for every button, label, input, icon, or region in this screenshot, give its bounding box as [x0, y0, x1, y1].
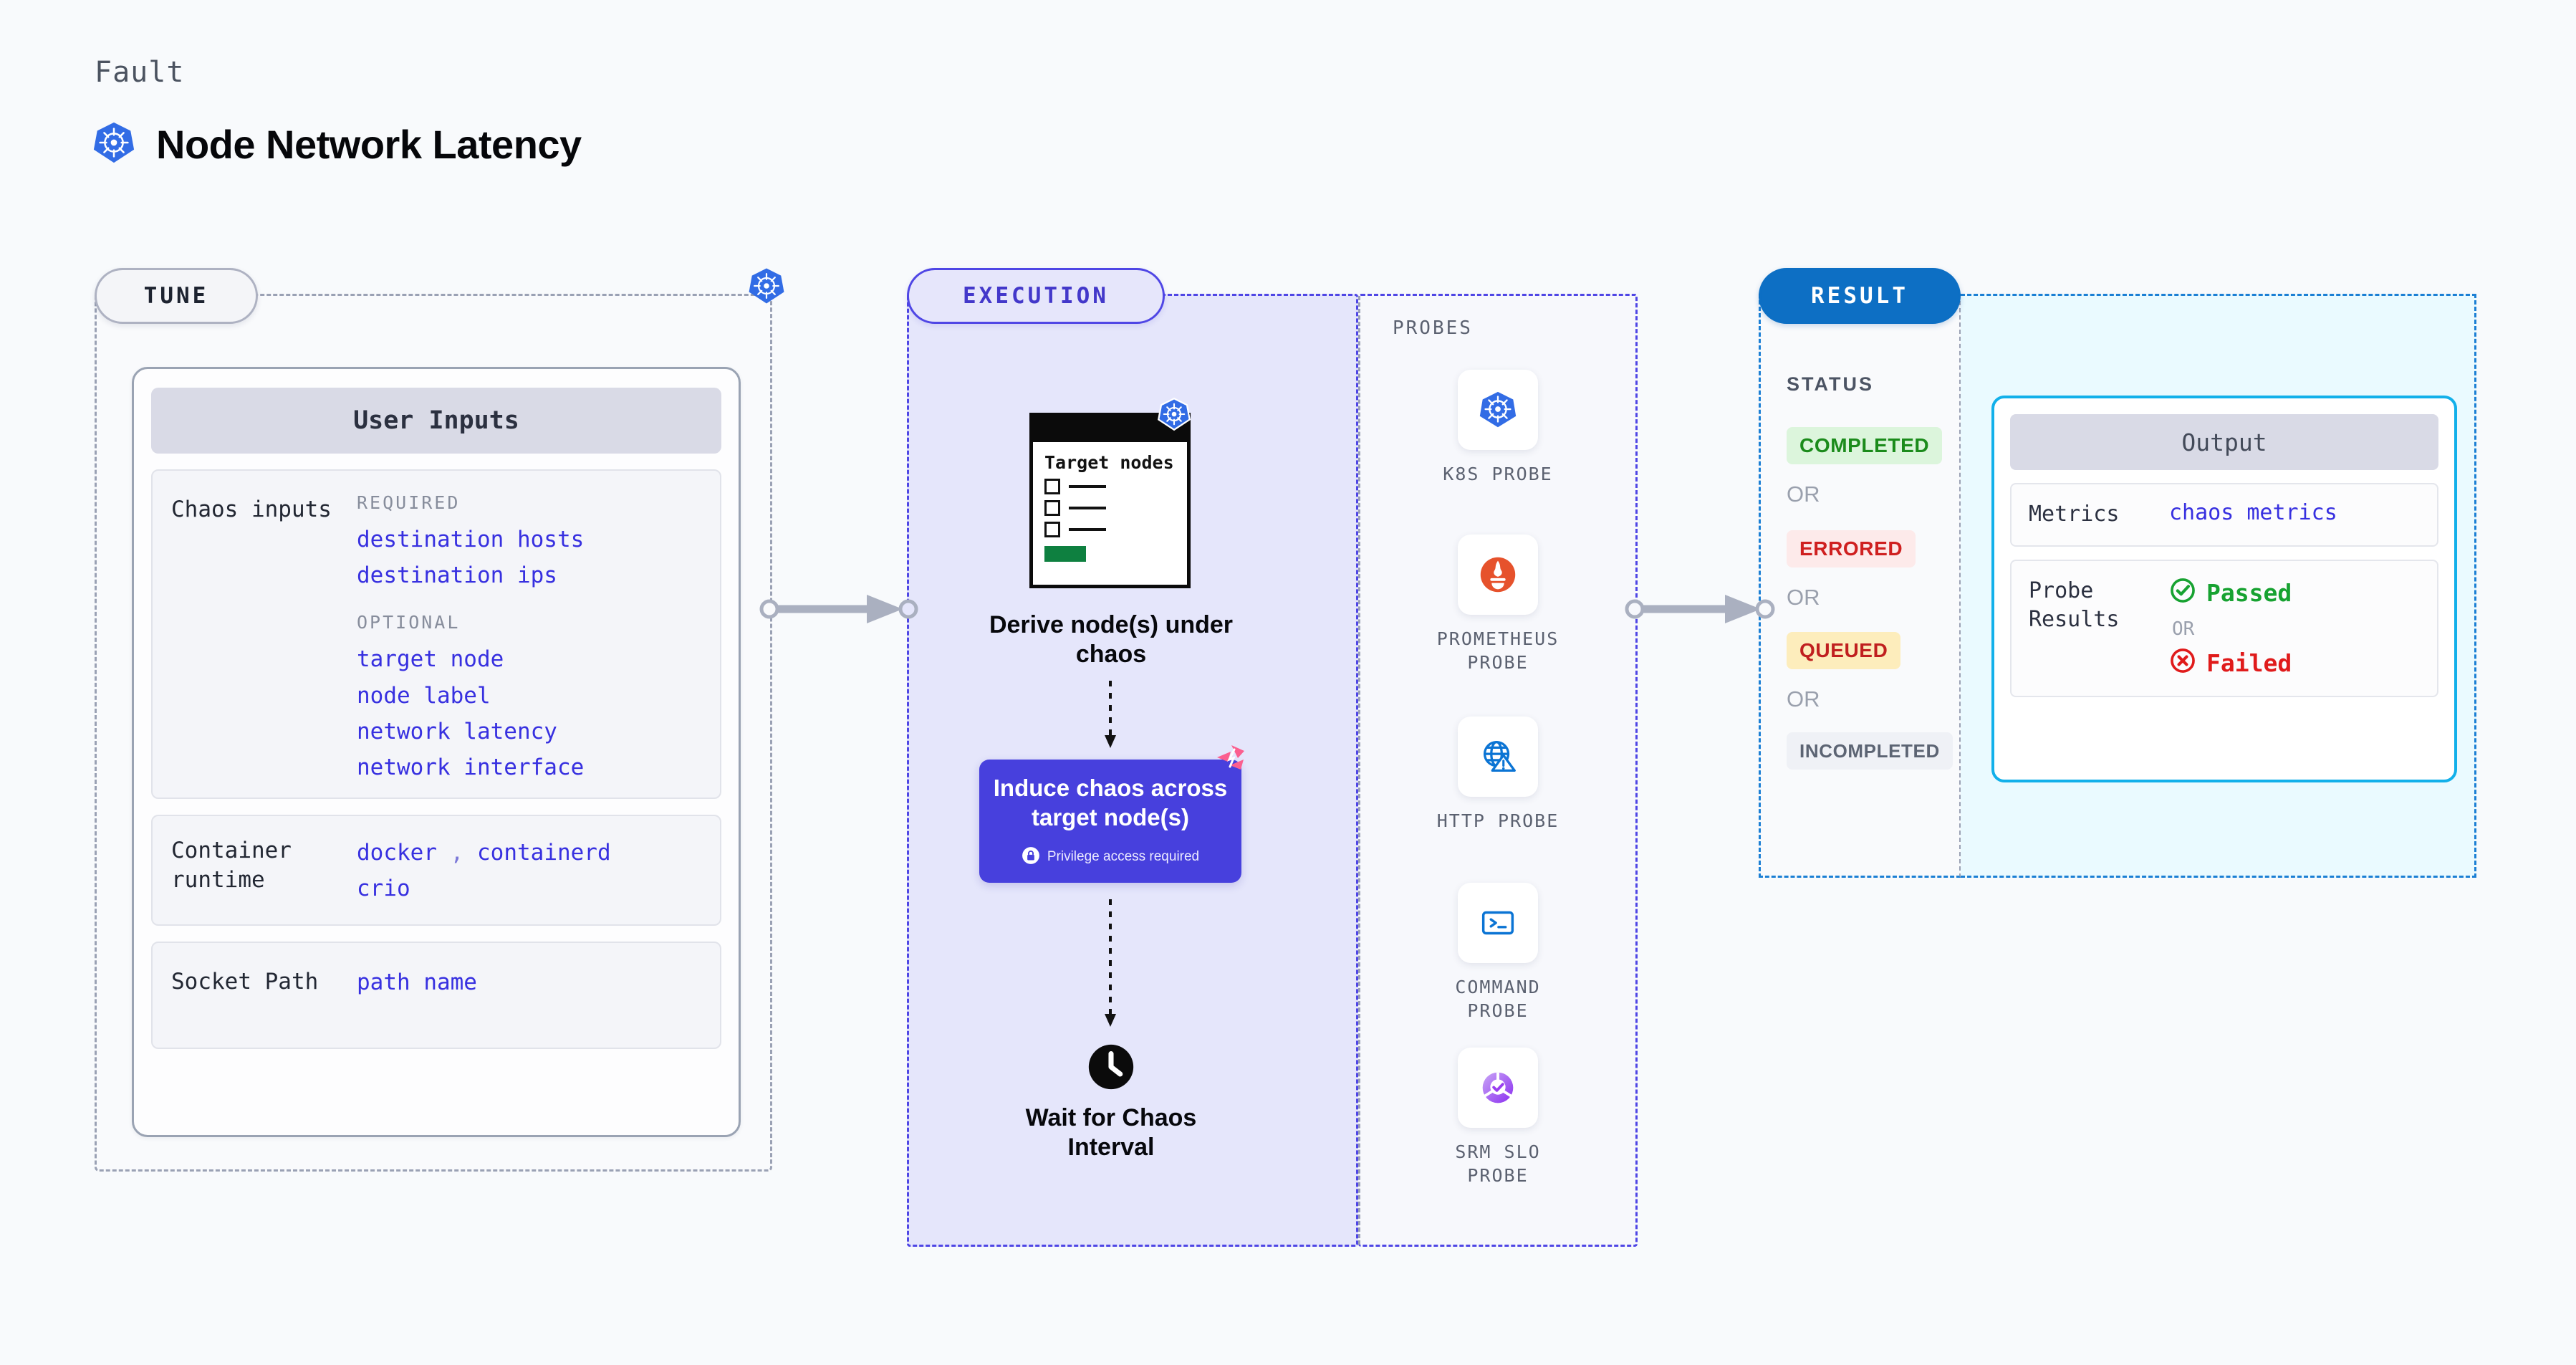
probes-divider — [1358, 296, 1360, 1245]
check-circle-icon — [2169, 577, 2196, 610]
lock-icon — [1022, 846, 1040, 868]
passed-label: Passed — [2206, 579, 2292, 607]
checkbox-icon — [1044, 479, 1060, 494]
privilege-note: Privilege access required — [1022, 846, 1199, 868]
arrow-derive-to-induce — [1105, 681, 1116, 748]
container-runtime-row: Container runtime docker , containerd cr… — [151, 815, 721, 926]
input-destination-ips[interactable]: destination ips — [357, 562, 557, 589]
status-badge-completed: COMPLETED — [1787, 427, 1943, 464]
input-destination-hosts[interactable]: destination hosts — [357, 527, 585, 552]
input-network-latency[interactable]: network latency — [357, 718, 557, 744]
chaos-inputs-label: Chaos inputs — [171, 497, 332, 522]
chaos-inputs-row: Chaos inputs REQUIRED destination hosts … — [151, 469, 721, 799]
target-nodes-title: Target nodes — [1044, 452, 1174, 473]
probe-item-srm-slo[interactable]: SRM SLO PROBE — [1426, 1048, 1570, 1187]
probe-item-k8s[interactable]: K8S PROBE — [1426, 370, 1570, 487]
value-docker[interactable]: docker — [357, 840, 437, 866]
container-runtime-values-line-1[interactable]: docker , containerd — [357, 835, 720, 871]
status-badge-queued: QUEUED — [1787, 632, 1901, 669]
probe-item-command[interactable]: COMMAND PROBE — [1426, 883, 1570, 1022]
probes-section-label: PROBES — [1393, 317, 1473, 339]
page-title: Node Network Latency — [156, 122, 582, 167]
probe-item-http[interactable]: HTTP PROBE — [1426, 717, 1570, 833]
metrics-label: Metrics — [2029, 502, 2120, 527]
required-group-heading: REQUIRED — [357, 492, 461, 513]
value-crio[interactable]: crio — [357, 876, 410, 902]
fault-kicker: Fault — [95, 56, 185, 89]
tune-kubernetes-icon — [747, 267, 786, 309]
probe-label: SRM SLO PROBE — [1455, 1141, 1541, 1186]
checkbox-icon — [1044, 500, 1060, 516]
metrics-value[interactable]: chaos metrics — [2169, 500, 2337, 525]
kubernetes-icon — [1458, 370, 1538, 450]
green-bar-indicator — [1044, 546, 1086, 562]
status-or-2: OR — [1787, 585, 1820, 610]
clock-icon — [1087, 1043, 1135, 1091]
socket-path-label: Socket Path — [171, 969, 319, 995]
user-inputs-title: User Inputs — [151, 388, 721, 454]
status-badge-incompleted: INCOMPLETED — [1787, 732, 1953, 770]
status-or-1: OR — [1787, 482, 1820, 507]
line-placeholder — [1069, 507, 1106, 509]
terminal-prompt-icon — [1458, 883, 1538, 963]
induce-chaos-step[interactable]: Induce chaos across target node(s) Privi… — [979, 760, 1241, 883]
result-stage-pill[interactable]: RESULT — [1759, 268, 1961, 324]
probe-label: K8S PROBE — [1443, 464, 1553, 484]
status-section-label: STATUS — [1787, 373, 1874, 395]
probe-result-failed: Failed — [2169, 647, 2437, 680]
checkbox-icon — [1044, 522, 1060, 537]
value-path-name[interactable]: path name — [357, 969, 477, 995]
value-containerd[interactable]: containerd — [477, 840, 611, 866]
socket-path-row: Socket Path path name — [151, 942, 721, 1049]
line-placeholder — [1069, 485, 1106, 488]
x-circle-icon — [2169, 647, 2196, 680]
output-probe-results-row: Probe Results Passed OR — [2010, 559, 2438, 697]
target-nodes-card: Target nodes — [1029, 413, 1191, 588]
input-node-label[interactable]: node label — [357, 682, 491, 709]
step-caption-wait-interval: Wait for Chaos Interval — [1025, 1104, 1197, 1161]
step-caption-derive-nodes: Derive node(s) under chaos — [989, 611, 1234, 668]
connector-tune-to-execution — [759, 595, 918, 623]
failed-label: Failed — [2206, 649, 2292, 677]
value-separator: , — [450, 840, 464, 866]
probe-results-label: Probe Results — [2029, 578, 2120, 633]
checklist-item — [1044, 522, 1187, 537]
probe-result-passed: Passed — [2169, 577, 2437, 610]
status-or-3: OR — [1787, 686, 1820, 712]
srm-slo-donut-check-icon — [1458, 1048, 1538, 1128]
status-region — [1759, 294, 1961, 878]
privilege-note-text: Privilege access required — [1047, 849, 1200, 865]
harness-icon — [1212, 742, 1249, 783]
output-card-title: Output — [2010, 414, 2438, 470]
execution-stage-pill[interactable]: EXECUTION — [907, 268, 1165, 324]
input-target-node[interactable]: target node — [357, 646, 504, 673]
container-runtime-label: Container runtime — [171, 838, 292, 893]
input-network-interface[interactable]: network interface — [357, 755, 585, 781]
probe-label: PROMETHEUS PROBE — [1436, 628, 1559, 673]
probe-results-or: OR — [2172, 618, 2195, 640]
step-caption-induce-chaos: Induce chaos across target node(s) — [993, 775, 1228, 830]
kubernetes-icon — [92, 120, 136, 168]
user-inputs-card: User Inputs Chaos inputs REQUIRED destin… — [132, 367, 741, 1137]
output-card: Output Metrics chaos metrics Probe Resul… — [1991, 396, 2457, 782]
arrow-induce-to-wait — [1105, 899, 1116, 1027]
terminal-kubernetes-icon — [1157, 397, 1191, 435]
checklist-item — [1044, 500, 1187, 516]
status-badge-errored: ERRORED — [1787, 530, 1916, 567]
line-placeholder — [1069, 528, 1106, 531]
tune-stage-pill[interactable]: TUNE — [95, 268, 258, 324]
http-globe-warning-icon — [1458, 717, 1538, 797]
optional-group-heading: OPTIONAL — [357, 612, 461, 633]
output-metrics-row: Metrics chaos metrics — [2010, 483, 2438, 547]
fault-title-row: Node Network Latency — [92, 120, 582, 168]
checklist-item — [1044, 479, 1187, 494]
prometheus-icon — [1458, 535, 1538, 615]
probe-label: HTTP PROBE — [1436, 810, 1559, 831]
probe-item-prometheus[interactable]: PROMETHEUS PROBE — [1426, 535, 1570, 674]
probe-label: COMMAND PROBE — [1455, 977, 1541, 1021]
connector-execution-to-result — [1625, 595, 1775, 623]
